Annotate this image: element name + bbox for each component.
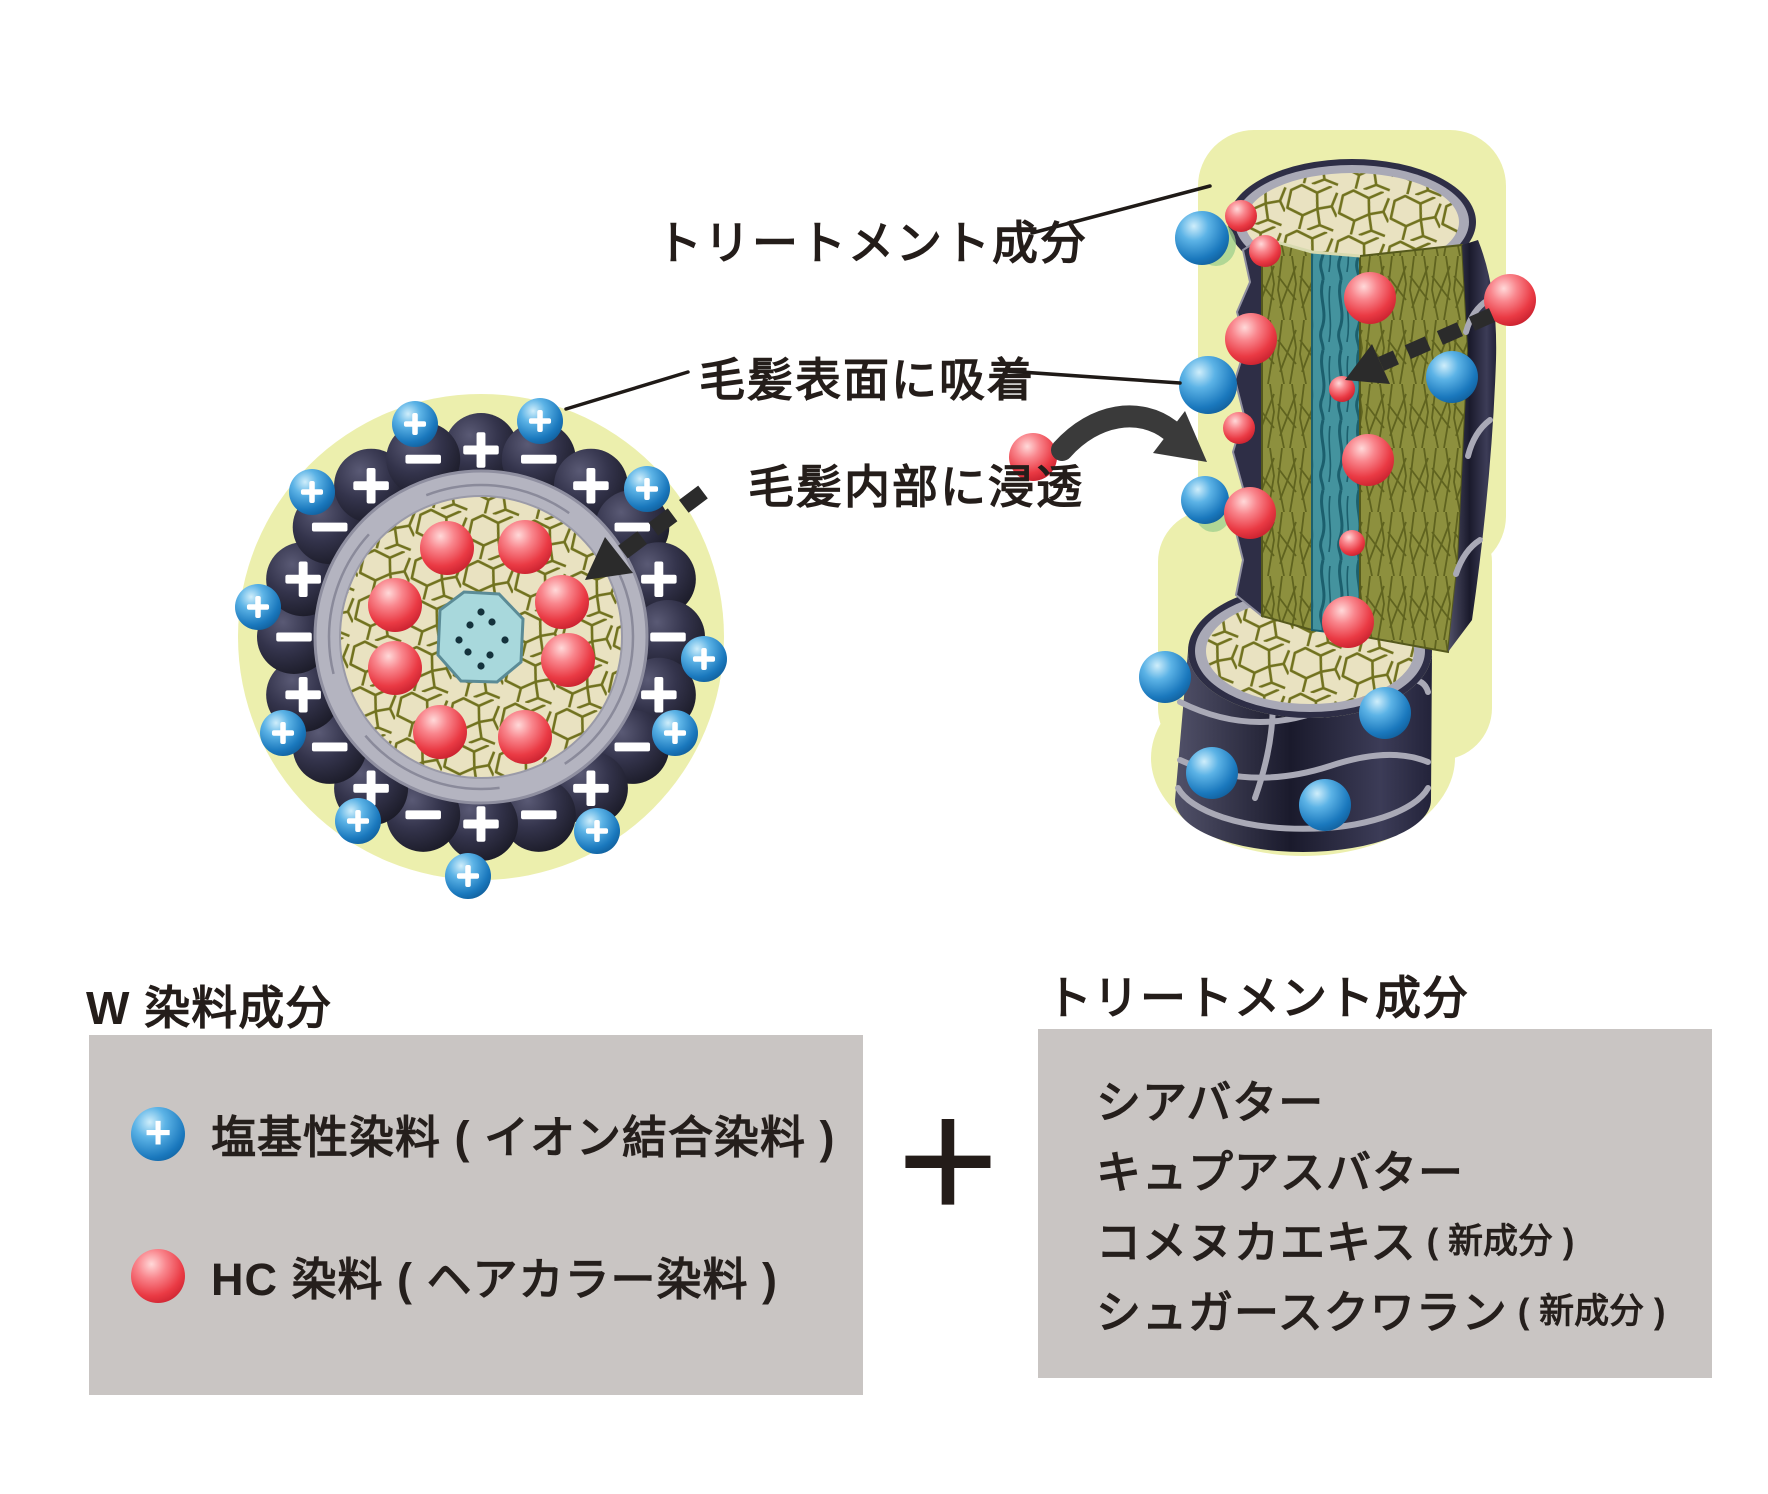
red-dye-sphere — [1322, 596, 1374, 648]
plus-divider: + — [896, 1062, 1000, 1258]
ingredient-row: コメヌカエキス ( 新成分 ) — [1096, 1203, 1702, 1273]
red-dye-sphere — [1344, 272, 1396, 324]
treatment-sphere — [1426, 351, 1478, 403]
legend-row-basic-dye: + 塩基性染料 ( イオン結合染料 ) — [131, 1101, 835, 1166]
treatment-sphere — [1359, 687, 1411, 739]
red-dye-sphere — [1225, 313, 1277, 365]
red-dye-sphere — [541, 633, 595, 687]
cross-section-illustration — [235, 394, 727, 899]
treatment-sphere — [1181, 476, 1229, 524]
penetrate-dashed-arrow-line — [614, 485, 708, 562]
hair-diagram-graphics — [235, 130, 1536, 899]
red-dye-sphere — [498, 520, 552, 574]
blue-dye-sphere — [624, 466, 670, 512]
hc-dye-spheres-inside — [368, 520, 595, 764]
dye-components-box: + 塩基性染料 ( イオン結合染料 ) HC 染料 ( ヘアカラー染料 ) — [89, 1035, 863, 1395]
treatment-sphere — [1179, 356, 1237, 414]
slab-top-edge — [1261, 236, 1361, 258]
red-dye-sphere — [1249, 235, 1281, 267]
red-dye-sphere — [1009, 433, 1057, 481]
adsorb-arrowhead — [1153, 411, 1207, 462]
legend-row-hc-dye: HC 染料 ( ヘアカラー染料 ) — [131, 1243, 778, 1308]
plus-sign: + — [144, 1105, 172, 1158]
red-dye-sphere — [1223, 412, 1255, 444]
red-dye-sphere — [1484, 274, 1536, 326]
ingredient-note: ( 新成分 ) — [1426, 1221, 1575, 1261]
blue-plus-sphere-icon: + — [131, 1105, 185, 1161]
red-dye-sphere — [1225, 200, 1257, 232]
ingredient-name: シュガースクワラン — [1096, 1286, 1508, 1338]
red-dye-sphere — [368, 641, 422, 695]
red-dye-sphere — [368, 578, 422, 632]
shaft-dye-treatment-spheres — [1009, 200, 1536, 831]
ingredient-row: シュガースクワラン ( 新成分 ) — [1096, 1273, 1702, 1343]
treatment-components-heading: トリートメント成分 — [1046, 972, 1469, 1024]
blue-dye-sphere — [445, 853, 491, 899]
cuticle-inner-line — [327, 483, 635, 791]
adsorb-curved-arrow — [1051, 405, 1181, 461]
penetrate-arrowhead — [585, 537, 633, 580]
ingredient-name: シアバター — [1096, 1076, 1325, 1128]
label-surface-adsorption: 毛髪表面に吸着 — [699, 354, 1035, 406]
hc-dye-label: HC 染料 ( ヘアカラー染料 ) — [211, 1254, 778, 1305]
red-dye-sphere — [1342, 434, 1394, 486]
plus-charge-sphere — [444, 413, 518, 487]
medulla-core — [436, 590, 525, 684]
shaft-dashed-arrowhead — [1345, 344, 1390, 384]
label-interior-penetration: 毛髪内部に浸透 — [748, 461, 1084, 513]
treatment-sphere — [1186, 747, 1238, 799]
blue-dye-sphere — [289, 469, 335, 515]
blue-dye-sphere — [335, 798, 381, 844]
red-dye-sphere — [413, 705, 467, 759]
treatment-components-box: シアバター キュプアスバター コメヌカエキス ( 新成分 ) シュガースクワラン… — [1038, 1029, 1712, 1378]
annotation-arrows — [564, 184, 1496, 580]
ingredient-row: シアバター — [1096, 1063, 1702, 1133]
red-dye-sphere — [498, 710, 552, 764]
ingredient-row: キュプアスバター — [1096, 1133, 1702, 1203]
blue-dye-sphere — [235, 584, 281, 630]
treatment-ingredient-list: シアバター キュプアスバター コメヌカエキス ( 新成分 ) シュガースクワラン… — [1096, 1063, 1702, 1343]
cortex-fiber-left — [1261, 236, 1313, 632]
plus-charge-sphere — [444, 787, 518, 861]
ingredient-name: コメヌカエキス — [1096, 1216, 1417, 1268]
red-dye-sphere — [1329, 376, 1355, 402]
blue-dye-sphere — [517, 398, 563, 444]
blue-dye-sphere — [681, 636, 727, 682]
blue-dye-sphere — [652, 710, 698, 756]
lower-shaft-body — [1175, 651, 1432, 852]
dye-components-heading: W 染料成分 — [86, 982, 333, 1034]
ingredient-note: ( 新成分 ) — [1517, 1291, 1666, 1331]
treatment-sphere — [1175, 211, 1229, 265]
ingredient-name: キュプアスバター — [1096, 1146, 1465, 1198]
basic-dye-label: 塩基性染料 ( イオン結合染料 ) — [211, 1112, 836, 1163]
red-sphere-icon — [131, 1248, 185, 1303]
basic-dye-spheres-outside — [235, 398, 727, 899]
blue-dye-sphere — [392, 401, 438, 447]
red-dye-sphere — [420, 521, 474, 575]
shaft-dashed-arrow-line — [1377, 308, 1496, 371]
treatment-sphere — [1139, 651, 1191, 703]
blue-dye-sphere — [260, 710, 306, 756]
red-dye-sphere — [535, 575, 589, 629]
label-treatment-ingredient: トリートメント成分 — [656, 217, 1088, 269]
blue-dye-sphere — [574, 808, 620, 854]
red-dye-sphere — [1339, 530, 1365, 556]
leader-lines — [564, 184, 1212, 411]
red-dye-sphere — [1224, 487, 1276, 539]
treatment-sphere — [1299, 779, 1351, 831]
shaft-illustration — [1009, 130, 1536, 856]
